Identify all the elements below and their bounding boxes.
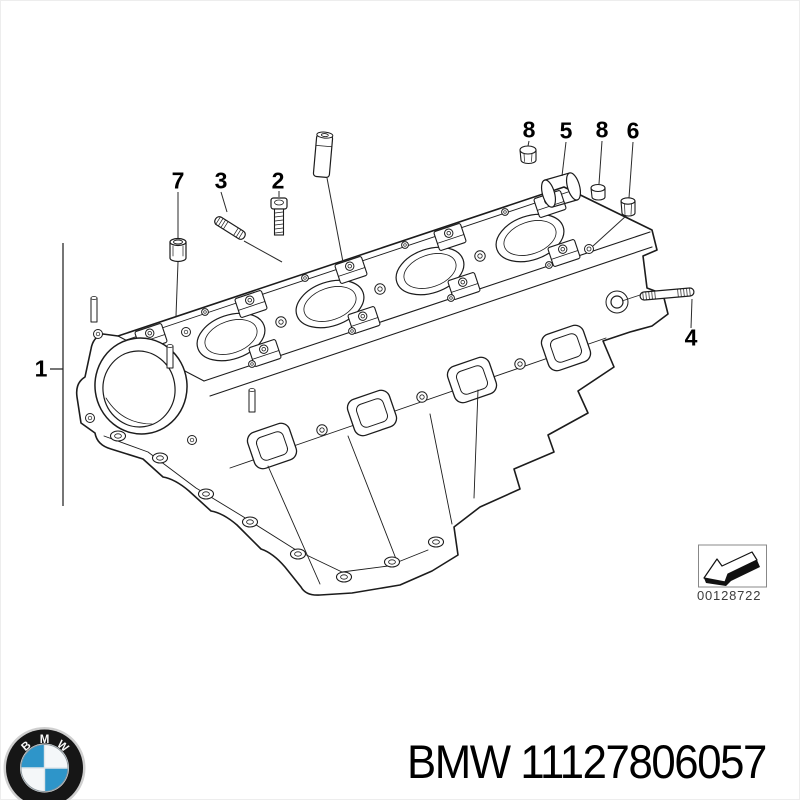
part-8-plug-left bbox=[519, 145, 537, 165]
bmw-logo: B M W bbox=[3, 727, 86, 800]
valve-guide-part bbox=[312, 131, 334, 178]
lower-body-legs bbox=[267, 389, 479, 585]
part-3-stud bbox=[214, 216, 246, 240]
stamp-box bbox=[698, 544, 767, 588]
part-7-sleeve bbox=[169, 237, 187, 263]
callout-8-left: 8 bbox=[522, 116, 536, 143]
part-5-core-plug bbox=[540, 172, 582, 208]
callout-4: 4 bbox=[684, 324, 698, 351]
part-4-stud bbox=[639, 287, 695, 301]
footer-part-number: BMW 11127806057 bbox=[407, 735, 767, 788]
head-silhouette bbox=[75, 186, 669, 596]
callout-2: 2 bbox=[271, 167, 285, 194]
part-8-plug-right bbox=[590, 183, 606, 201]
loose-parts bbox=[169, 131, 695, 301]
callout-3: 3 bbox=[214, 167, 228, 194]
callout-5: 5 bbox=[559, 117, 573, 144]
stamp-number: 00128722 bbox=[697, 588, 762, 603]
callout-6: 6 bbox=[626, 117, 640, 144]
manifold-side bbox=[229, 322, 607, 472]
bottom-flange bbox=[103, 430, 445, 583]
bmw-logo-quadrants bbox=[20, 744, 69, 792]
deck-bores bbox=[196, 213, 565, 362]
part-2-bolt bbox=[270, 197, 288, 236]
svg-text:M: M bbox=[40, 734, 50, 746]
right-end-details bbox=[584, 244, 629, 314]
leader-lines bbox=[175, 140, 693, 329]
part-1-bracket bbox=[50, 243, 64, 506]
part-6-plug bbox=[620, 197, 636, 217]
front-face bbox=[85, 296, 256, 445]
callout-1: 1 bbox=[34, 355, 48, 382]
direction-arrow-icon bbox=[703, 551, 760, 586]
callout-8-right: 8 bbox=[595, 116, 609, 143]
callout-7: 7 bbox=[171, 167, 185, 194]
cylinder-head-drawing bbox=[75, 186, 669, 596]
